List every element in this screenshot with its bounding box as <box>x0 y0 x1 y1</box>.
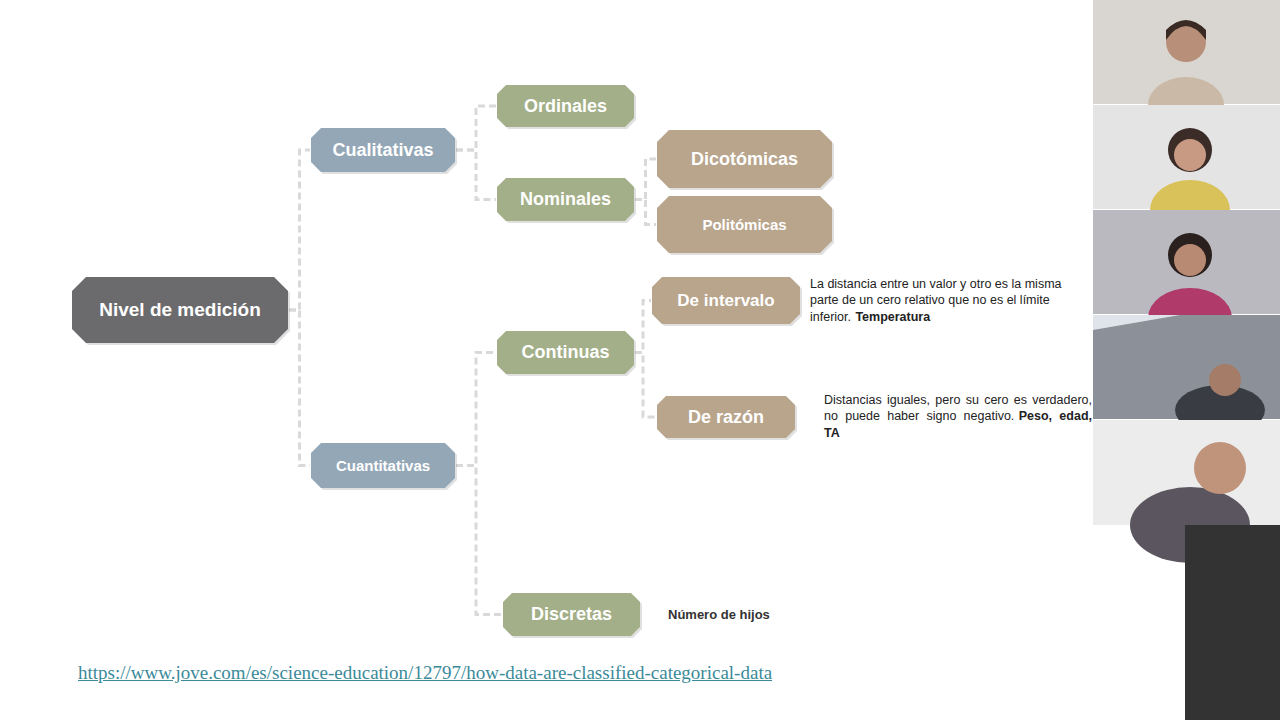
subtype-box: Politómicas <box>657 196 832 253</box>
root-box: Nivel de medición <box>72 277 288 343</box>
node-label: Discretas <box>531 604 612 625</box>
shape-fill <box>657 396 795 438</box>
bracket-connector <box>456 466 502 615</box>
type-box: Continuas <box>497 331 634 374</box>
shape-fill <box>503 593 640 636</box>
node-label: Nivel de medición <box>99 299 261 321</box>
type-box: Ordinales <box>497 85 634 127</box>
person-head <box>1174 244 1206 276</box>
shape-fill <box>311 128 455 172</box>
node-label: Cuantitativas <box>336 457 430 474</box>
category-box: Cualitativas <box>311 128 455 172</box>
bracket-connector <box>289 310 310 466</box>
bracket-connector <box>456 106 496 150</box>
person-hair <box>1166 20 1206 40</box>
bracket-connector <box>635 301 651 353</box>
person-head <box>1209 364 1241 396</box>
bracket-connector <box>456 353 496 466</box>
example-note: Número de hijos <box>668 607 770 622</box>
person-hair <box>1168 128 1212 172</box>
person-hair <box>1168 233 1212 277</box>
node-label: De razón <box>688 407 764 428</box>
bracket-connector <box>456 150 496 200</box>
shape-fill <box>657 196 832 253</box>
node-label: Nominales <box>520 189 611 210</box>
bracket-connector <box>635 353 656 418</box>
person-head <box>1194 442 1246 494</box>
shape-fill <box>657 130 832 188</box>
shape-fill <box>497 85 634 127</box>
node-label: Cualitativas <box>332 140 433 161</box>
subtype-box: De intervalo <box>652 277 800 324</box>
definition-text: La distancia entre un valor y otro es la… <box>810 277 1062 324</box>
node-label: De intervalo <box>677 291 774 311</box>
category-box: Cuantitativas <box>311 443 455 488</box>
definition-note: La distancia entre un valor y otro es la… <box>810 276 1090 325</box>
side-panel <box>1185 525 1280 720</box>
person-head <box>1174 139 1206 171</box>
shape-fill <box>497 331 634 374</box>
shape-fill <box>497 178 634 221</box>
shape-fill <box>652 277 800 324</box>
node-label: Continuas <box>522 342 610 363</box>
bracket-connector <box>635 159 656 200</box>
type-box: Discretas <box>503 593 640 636</box>
source-link: https://www.jove.com/es/science-educatio… <box>78 662 772 684</box>
definition-note: Distancias iguales, pero su cero es verd… <box>824 392 1092 441</box>
example-text: Temperatura <box>855 310 930 324</box>
node-label: Dicotómicas <box>691 149 798 170</box>
subtype-box: De razón <box>657 396 795 438</box>
bracket-connector <box>289 150 310 310</box>
shape-fill <box>311 443 455 488</box>
node-label: Ordinales <box>524 96 607 117</box>
shape-fill <box>72 277 288 343</box>
subtype-box: Dicotómicas <box>657 130 832 188</box>
ceiling-light <box>1093 315 1180 330</box>
type-box: Nominales <box>497 178 634 221</box>
bracket-connector <box>635 200 656 225</box>
node-label: Politómicas <box>702 216 786 233</box>
